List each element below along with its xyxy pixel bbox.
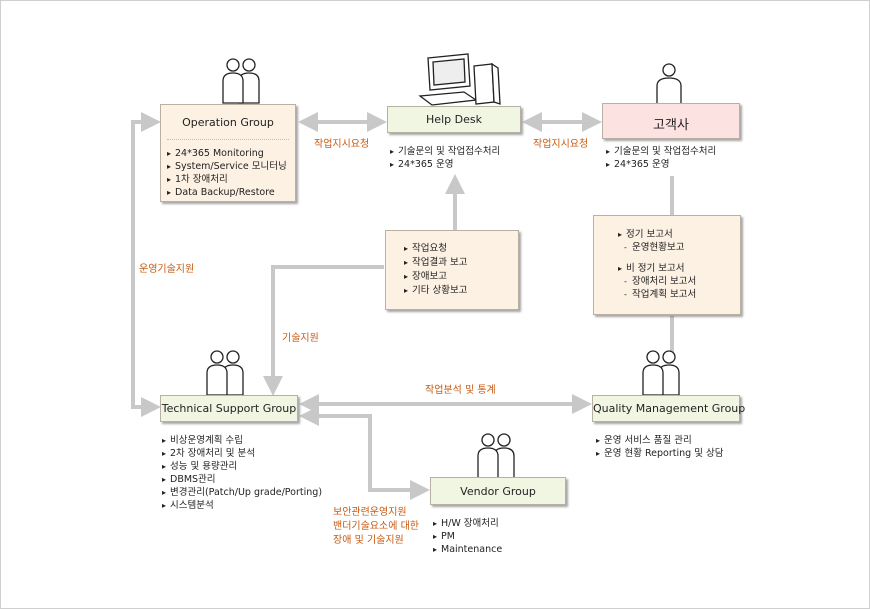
- quality-title: Quality Management Group: [593, 402, 746, 415]
- list-item: Data Backup/Restore: [167, 186, 287, 199]
- tech-support-list: 비상운영계획 수립 2차 장애처리 및 분석 성능 및 용량관리 DBMS관리 …: [162, 434, 322, 512]
- irregular-report-sub: 작업계획 보고서: [618, 288, 696, 301]
- customer-person-icon: [656, 63, 682, 107]
- list-item: 기타 상황보고: [404, 284, 467, 298]
- list-item: 운영 현황 Reporting 및 상담: [596, 447, 723, 460]
- quality-people-icon: [642, 350, 680, 396]
- report-tech-connector: [263, 265, 384, 396]
- list-item: 1차 장애처리: [167, 173, 287, 186]
- list-item: Maintenance: [433, 543, 502, 556]
- op-support-label: 운영기술지원: [139, 264, 195, 275]
- list-item: 시스템분석: [162, 499, 322, 512]
- customer-list: 기술문의 및 작업접수처리 24*365 운영: [606, 145, 716, 171]
- vendor-support-line: 보안관련운영지원: [333, 507, 407, 518]
- help-desk-title: Help Desk: [426, 113, 482, 126]
- list-item: PM: [433, 530, 502, 543]
- regular-report-sub: 운영현황보고: [618, 241, 696, 254]
- work-report-box: 작업요청 작업결과 보고 장애보고 기타 상황보고: [385, 230, 519, 310]
- tech-support-people-icon: [206, 350, 244, 396]
- help-desk-box: Help Desk: [387, 106, 521, 133]
- quality-list: 운영 서비스 품질 관리 운영 현황 Reporting 및 상담: [596, 434, 723, 460]
- list-item: 비상운영계획 수립: [162, 434, 322, 447]
- customer-box: 고객사: [602, 103, 740, 139]
- list-item: H/W 장애처리: [433, 517, 502, 530]
- tech-support-box: Technical Support Group: [160, 395, 298, 422]
- operation-group-box: Operation Group 24*365 Monitoring System…: [160, 104, 296, 202]
- irregular-report-sub: 장애처리 보고서: [618, 275, 696, 288]
- list-item: 24*365 운영: [606, 158, 716, 171]
- operation-group-title: Operation Group: [182, 116, 274, 129]
- list-item: 변경관리(Patch/Up grade/Porting): [162, 486, 322, 499]
- operation-group-list: 24*365 Monitoring System/Service 모니터닝 1차…: [167, 147, 287, 199]
- list-item: DBMS관리: [162, 473, 322, 486]
- operation-people-icon: [222, 58, 260, 104]
- vendor-box: Vendor Group: [430, 477, 566, 505]
- help-desk-list: 기술문의 및 작업접수처리 24*365 운영: [390, 145, 500, 171]
- work-report-list: 작업요청 작업결과 보고 장애보고 기타 상황보고: [404, 242, 467, 298]
- analysis-label: 작업분석 및 통계: [425, 385, 496, 396]
- customer-title: 고객사: [653, 118, 689, 133]
- quality-box: Quality Management Group: [592, 395, 746, 422]
- list-item: System/Service 모니터닝: [167, 160, 287, 173]
- regular-report-item: 정기 보고서: [618, 228, 696, 241]
- tech-support-label: 기술지원: [282, 333, 319, 344]
- vendor-support-line: 밴더기술요소에 대한: [333, 521, 419, 532]
- list-item: 성능 및 용량관리: [162, 460, 322, 473]
- list-item: 2차 장애처리 및 분석: [162, 447, 322, 460]
- vendor-title: Vendor Group: [460, 485, 536, 498]
- list-item: 24*365 운영: [390, 158, 500, 171]
- computer-icon: [418, 53, 501, 106]
- operation-group-divider: [167, 139, 289, 140]
- list-item: 운영 서비스 품질 관리: [596, 434, 723, 447]
- tech-support-title: Technical Support Group: [161, 402, 297, 415]
- vendor-list: H/W 장애처리 PM Maintenance: [433, 517, 502, 556]
- list-item: 작업요청: [404, 242, 467, 256]
- reports-box: 정기 보고서 운영현황보고 비 정기 보고서 장애처리 보고서 작업계획 보고서: [593, 215, 741, 315]
- vendor-people-icon: [477, 433, 515, 479]
- helpdesk-customer-label: 작업지시요청: [533, 139, 589, 150]
- vendor-support-label: 보안관련운영지원 밴더기술요소에 대한 장애 및 기술지원: [333, 506, 419, 548]
- op-helpdesk-label: 작업지시요청: [314, 139, 370, 150]
- list-item: 기술문의 및 작업접수처리: [606, 145, 716, 158]
- list-item: 24*365 Monitoring: [167, 147, 287, 160]
- tech-vendor-connector: [299, 406, 430, 500]
- vendor-support-line: 장애 및 기술지원: [333, 535, 404, 546]
- irregular-report-item: 비 정기 보고서: [618, 262, 696, 275]
- list-item: 장애보고: [404, 270, 467, 284]
- list-item: 작업결과 보고: [404, 256, 467, 270]
- reports-list: 정기 보고서 운영현황보고 비 정기 보고서 장애처리 보고서 작업계획 보고서: [618, 228, 696, 301]
- list-item: 기술문의 및 작업접수처리: [390, 145, 500, 158]
- op-tech-loop-connector: [131, 112, 161, 417]
